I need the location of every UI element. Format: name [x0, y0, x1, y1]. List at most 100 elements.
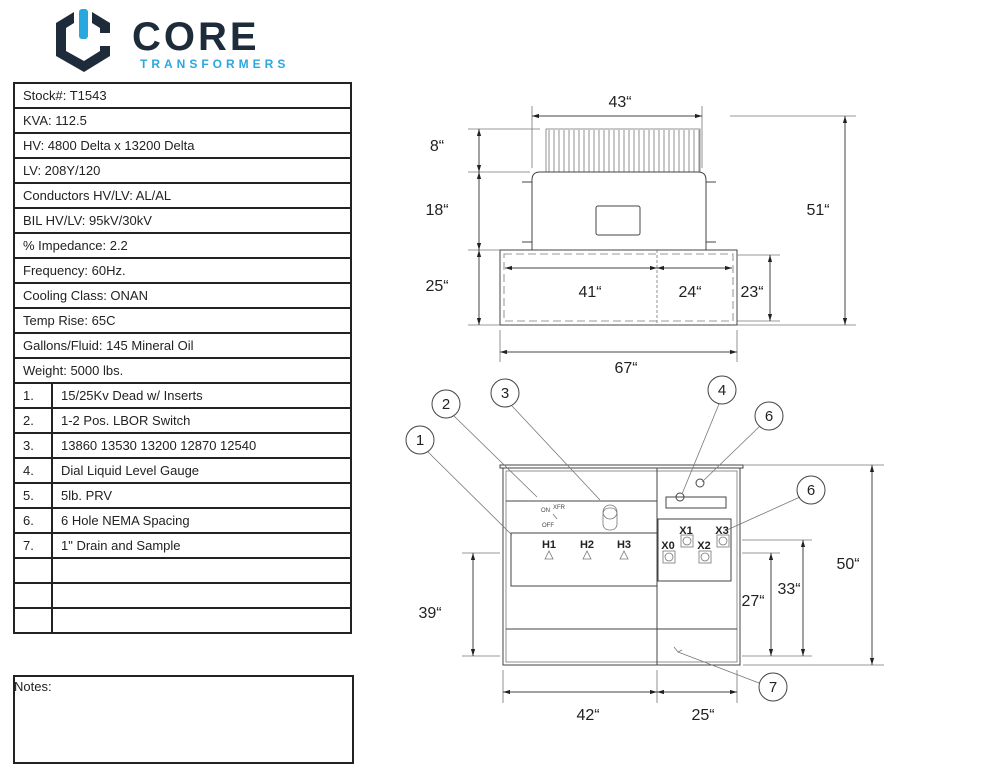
- accessory-number: 3.: [13, 432, 53, 459]
- accessory-text: [51, 607, 352, 634]
- dim-25: 25“: [425, 278, 448, 295]
- lv-bushing-panel: [657, 518, 732, 582]
- svg-text:CORE: CORE: [132, 15, 260, 59]
- accessory-text: 13860 13530 13200 12870 12540: [51, 432, 352, 459]
- accessory-text: 15/25Kv Dead w/ Inserts: [51, 382, 352, 409]
- spec-row: Conductors HV/LV: AL/AL: [13, 182, 352, 209]
- accessory-row: [13, 607, 352, 634]
- spec-value: Gallons/Fluid: 145 Mineral Oil: [13, 332, 352, 359]
- accessory-text: Dial Liquid Level Gauge: [51, 457, 352, 484]
- bushing-x2-label: X2: [697, 540, 710, 552]
- accessory-number: 5.: [13, 482, 53, 509]
- dim-24: 24“: [678, 284, 701, 301]
- callout-label: 2: [442, 396, 450, 413]
- callout-6a: 6: [754, 401, 784, 431]
- hv-bushing-panel: [510, 532, 658, 587]
- spec-row: Cooling Class: ONAN: [13, 282, 352, 309]
- callout-2: 2: [431, 389, 461, 419]
- callout-label: 3: [501, 385, 509, 402]
- notes-label: Notes:: [14, 679, 52, 694]
- notes-box: Notes:: [13, 675, 354, 764]
- dim-67: 67“: [614, 360, 637, 377]
- dim-18: 18“: [425, 202, 448, 219]
- lbor-switch: [552, 513, 558, 520]
- drain-valve: [673, 646, 683, 653]
- tap-changer: [602, 507, 618, 531]
- accessory-number: [13, 582, 53, 609]
- spec-value: % Impedance: 2.2: [13, 232, 352, 259]
- spec-row: LV: 208Y/120: [13, 157, 352, 184]
- callout-7: 7: [758, 672, 788, 702]
- bushing-h2-label: H2: [580, 539, 594, 551]
- dim-33: 33“: [777, 581, 800, 598]
- cabinet-front: [502, 467, 741, 666]
- bushing-x1-label: X1: [679, 525, 692, 537]
- accessory-number: [13, 607, 53, 634]
- switch-on-label: ON: [541, 508, 550, 514]
- callout-label: 7: [769, 679, 777, 696]
- lv-bushings: [662, 534, 730, 564]
- radiator-fins: [548, 130, 700, 172]
- callout-label: 6: [807, 482, 815, 499]
- prv-valve: [695, 478, 705, 488]
- gauge-plate: [665, 496, 727, 509]
- accessory-text: 1-2 Pos. LBOR Switch: [51, 407, 352, 434]
- accessory-text: 1" Drain and Sample: [51, 532, 352, 559]
- spec-row: KVA: 112.5: [13, 107, 352, 134]
- accessory-number: 4.: [13, 457, 53, 484]
- nameplate: [595, 205, 641, 236]
- dim-42: 42“: [576, 707, 599, 724]
- dim-43: 43“: [608, 94, 631, 111]
- spec-row: Weight: 5000 lbs.: [13, 357, 352, 384]
- spec-value: Temp Rise: 65C: [13, 307, 352, 334]
- callout-label: 6: [765, 408, 773, 425]
- spec-row: Temp Rise: 65C: [13, 307, 352, 334]
- callout-label: 4: [718, 382, 726, 399]
- callout-6b: 6: [796, 475, 826, 505]
- liquid-level-gauge: [675, 492, 685, 502]
- dim-8: 8“: [430, 138, 444, 155]
- accessory-text: [51, 557, 352, 584]
- accessory-text: 6 Hole NEMA Spacing: [51, 507, 352, 534]
- svg-text:TRANSFORMERS: TRANSFORMERS: [140, 57, 289, 71]
- accessory-row: 4.Dial Liquid Level Gauge: [13, 457, 352, 484]
- bushing-h3-label: H3: [617, 539, 631, 551]
- accessory-row: 6.6 Hole NEMA Spacing: [13, 507, 352, 534]
- tank-body: [531, 171, 707, 250]
- cabinet-base: [499, 249, 738, 326]
- front-view: ON XFR OFF H1 H2 H3 X0 X1 X2 X3 39“ 27“: [405, 375, 884, 724]
- spec-row: BIL HV/LV: 95kV/30kV: [13, 207, 352, 234]
- bushing-x3-label: X3: [715, 525, 728, 537]
- spec-row: Gallons/Fluid: 145 Mineral Oil: [13, 332, 352, 359]
- spec-row: Stock#: T1543: [13, 82, 352, 109]
- callout-3: 3: [490, 378, 520, 408]
- hv-bushings: [544, 550, 629, 560]
- accessory-row: 5.5lb. PRV: [13, 482, 352, 509]
- accessory-row: 7.1" Drain and Sample: [13, 532, 352, 559]
- dim-51: 51“: [806, 202, 829, 219]
- spec-value: Frequency: 60Hz.: [13, 257, 352, 284]
- dim-39: 39“: [418, 605, 441, 622]
- accessory-text: 5lb. PRV: [51, 482, 352, 509]
- accessory-number: 1.: [13, 382, 53, 409]
- accessory-row: [13, 582, 352, 609]
- spec-row: % Impedance: 2.2: [13, 232, 352, 259]
- accessory-number: [13, 557, 53, 584]
- callout-1: 1: [405, 425, 435, 455]
- spec-row: Frequency: 60Hz.: [13, 257, 352, 284]
- bushing-x0-label: X0: [661, 540, 674, 552]
- accessory-text: [51, 582, 352, 609]
- dim-41: 41“: [578, 284, 601, 301]
- dim-50: 50“: [836, 556, 859, 573]
- switch-xfr-label: XFR: [553, 505, 566, 511]
- accessory-row: [13, 557, 352, 584]
- spec-row: HV: 4800 Delta x 13200 Delta: [13, 132, 352, 159]
- dim-27: 27“: [741, 593, 764, 610]
- accessory-row: 2.1-2 Pos. LBOR Switch: [13, 407, 352, 434]
- spec-value: Stock#: T1543: [13, 82, 352, 109]
- callout-4: 4: [707, 375, 737, 405]
- bushing-h1-label: H1: [542, 539, 556, 551]
- callout-label: 1: [416, 432, 424, 449]
